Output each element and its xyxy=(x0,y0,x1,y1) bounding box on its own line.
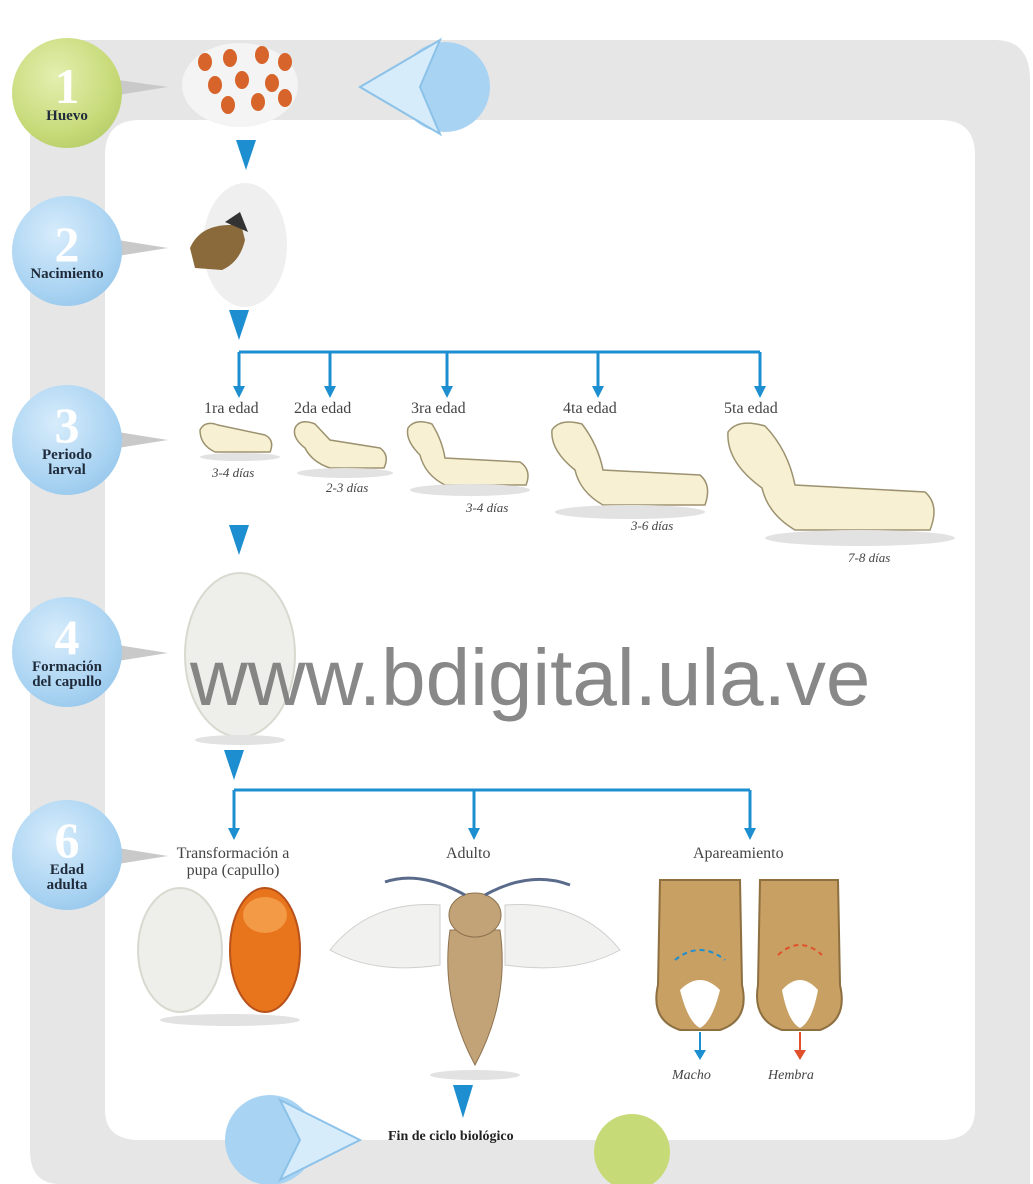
instar-5-label: 5ta edad xyxy=(724,400,778,417)
instar-3-days: 3-4 días xyxy=(466,500,509,515)
instar-4-days: 3-6 días xyxy=(631,518,674,533)
pupa-illustration xyxy=(137,887,301,1026)
instar-1-label: 1ra edad xyxy=(204,400,259,417)
cocoon-illustration xyxy=(184,572,296,745)
stage-1-label: Huevo xyxy=(46,107,88,124)
watermark: www.bdigital.ula.ve xyxy=(190,633,871,722)
instar-2-days: 2-3 días xyxy=(326,480,369,495)
stage-4-circle: 4 Formación del capullo xyxy=(12,597,122,707)
instar-5-days: 7-8 días xyxy=(848,550,891,565)
end-circle xyxy=(594,1114,670,1184)
instar-3-label: 3ra edad xyxy=(411,400,466,417)
stage-4-label-line-1: Formación xyxy=(32,659,102,675)
instar-2-label: 2da edad xyxy=(294,400,352,417)
stage-3-label-line-2: larval xyxy=(48,462,86,478)
stage-3-number: 3 xyxy=(54,397,80,453)
stage-3-label-line-1: Periodo xyxy=(42,447,92,463)
larval-branches xyxy=(237,350,762,390)
stage-2-circle: 2 Nacimiento xyxy=(12,196,122,306)
stage-4-number: 4 xyxy=(54,609,80,665)
adult-branches xyxy=(232,788,752,832)
larva-4 xyxy=(551,421,709,506)
loop-arrow-top xyxy=(358,37,490,137)
instar-1-days: 3-4 días xyxy=(212,465,255,480)
pupa-label-line-1: Transformación a xyxy=(176,845,290,862)
larva-5 xyxy=(727,422,935,531)
instar-4-label: 4ta edad xyxy=(563,400,617,417)
larva-3 xyxy=(406,421,529,486)
mating-label: Apareamiento xyxy=(693,845,784,862)
pupa-label-line-2: pupa (capullo) xyxy=(186,862,280,879)
male-label: Macho xyxy=(672,1068,711,1083)
stage-pointers xyxy=(118,80,168,864)
stage-1-number: 1 xyxy=(54,57,80,114)
stage-2-label: Nacimiento xyxy=(30,265,104,282)
adult-label: Adulto xyxy=(446,845,491,862)
stage-1-circle: 1 Huevo xyxy=(12,38,122,148)
female-label: Hembra xyxy=(768,1068,814,1083)
stage-4-label-line-2: del capullo xyxy=(32,674,102,690)
eggs-illustration xyxy=(182,43,298,127)
hatching-illustration xyxy=(190,183,287,307)
stage-6-circle: 6 Edad adulta xyxy=(12,800,122,910)
stage-3-circle: 3 Periodo larval xyxy=(12,385,122,495)
stage-6-number: 6 xyxy=(54,812,80,868)
stage-6-label-line-1: Edad xyxy=(49,862,85,878)
stage-6-label-line-2: adulta xyxy=(46,877,88,893)
flow-arrows xyxy=(224,140,473,1118)
moth-illustration xyxy=(329,876,621,1080)
pupa-label: Transformación a pupa (capullo) xyxy=(158,845,308,879)
stage-2-number: 2 xyxy=(54,215,80,272)
larva-1 xyxy=(199,422,273,453)
larva-2 xyxy=(293,421,387,469)
female-illustration xyxy=(756,879,843,1060)
end-of-cycle-label: Fin de ciclo biológico xyxy=(388,1129,514,1144)
male-illustration xyxy=(655,879,745,1060)
loop-arrow-bottom xyxy=(225,1095,363,1184)
